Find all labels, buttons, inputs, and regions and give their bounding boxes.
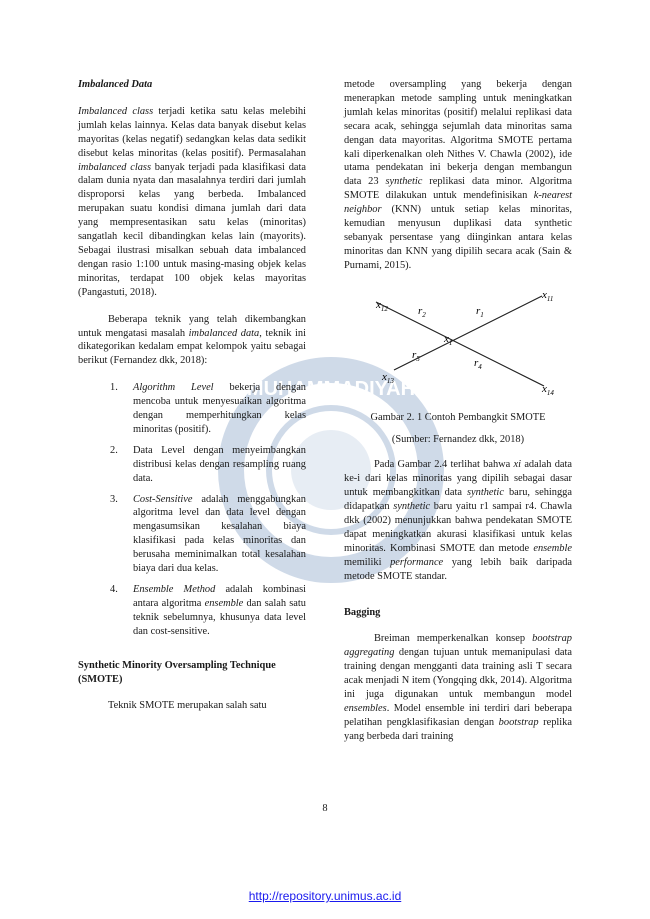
repository-link[interactable]: http://repository.unimus.ac.id	[248, 889, 402, 903]
figure-source: (Sumber: Fernandez dkk, 2018)	[391, 433, 525, 445]
list-item: 4.Ensemble Method adalah kombinasi antar…	[110, 584, 307, 637]
label-x14: x14	[541, 383, 554, 397]
line-x13-x11	[393, 295, 543, 371]
page-number: 8	[322, 803, 328, 814]
paragraph-smote-continued: metode oversampling yang bekerja dengan …	[344, 79, 572, 271]
heading-smote: Synthetic Minority Oversampling Techniqu…	[78, 659, 276, 685]
paragraph-imbalanced-class: Imbalanced class terjadi ketika satu kel…	[78, 105, 307, 298]
label-r5: r5	[412, 349, 420, 363]
paragraph-techniques-intro: Beberapa teknik yang telah dikembangkan …	[78, 313, 306, 367]
label-x1: x1	[443, 333, 452, 347]
label-x13: x13	[381, 371, 394, 385]
list-item: 1.Algorithm Level bekerja dengan mencoba…	[110, 382, 306, 435]
technique-list: 1.Algorithm Level bekerja dengan mencoba…	[78, 381, 306, 638]
label-r1: r1	[476, 305, 484, 319]
smote-diagram: x11 x12 x1 x13 x14 r1 r2 r4 r5	[375, 289, 554, 397]
paragraph-bagging: Breiman memperkenalkan konsep bootstrap …	[344, 633, 572, 742]
list-item: 2.Data Level dengan menyeimbangkan distr…	[110, 444, 306, 484]
heading-imbalanced-data: Imbalanced Data	[78, 79, 153, 90]
list-item: 3.Cost-Sensitive adalah menggabungkan al…	[110, 493, 306, 575]
figure-caption: Gambar 2. 1 Contoh Pembangkit SMOTE	[370, 411, 546, 423]
label-r4: r4	[474, 357, 482, 371]
left-column: Imbalanced Data Imbalanced class terjadi…	[78, 78, 306, 726]
paragraph-figure-explanation: Pada Gambar 2.4 terlihat bahwa xi adalah…	[344, 459, 573, 582]
label-x12: x12	[375, 299, 388, 313]
heading-bagging: Bagging	[344, 606, 381, 618]
label-x11: x11	[541, 289, 553, 303]
line-x12-x14	[375, 301, 545, 387]
right-column: metode oversampling yang bekerja dengan …	[344, 78, 572, 757]
label-r2: r2	[418, 305, 426, 319]
paragraph-smote-start: Teknik SMOTE merupakan salah satu	[108, 700, 267, 712]
